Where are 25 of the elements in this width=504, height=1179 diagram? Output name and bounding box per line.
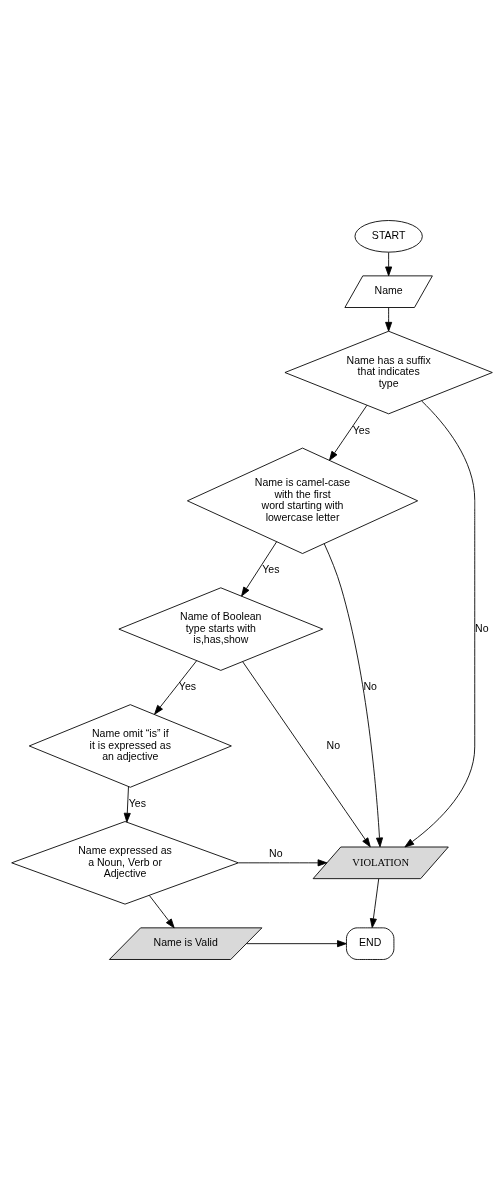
- arrow: [369, 878, 380, 928]
- arrow: [323, 542, 383, 847]
- edge-label: No: [475, 621, 489, 634]
- node-diamond: Name has a suffix that indicates type: [284, 330, 493, 414]
- edge-label: No: [269, 846, 283, 859]
- edge-label: Yes: [352, 423, 370, 436]
- arrow: [242, 660, 371, 847]
- edge-label: Yes: [178, 679, 197, 692]
- edge-label: No: [363, 679, 377, 692]
- arrow: [123, 785, 131, 823]
- arrow: [385, 251, 393, 276]
- node-ellipse: START: [354, 219, 423, 253]
- edge-label: Yes: [128, 796, 146, 809]
- arrow: [241, 540, 278, 596]
- node-box: END: [346, 926, 395, 960]
- edge-label: No: [326, 738, 341, 751]
- arrow: [329, 404, 368, 461]
- arrow: [154, 659, 197, 715]
- arrow: [148, 894, 175, 928]
- edge-label: Yes: [262, 562, 280, 575]
- arrow: [404, 400, 476, 847]
- arrow: [246, 939, 347, 947]
- arrow: [385, 306, 393, 332]
- node-diamond: Name expressed as a Noun, Verb or Adjective: [11, 820, 239, 905]
- arrow: [238, 858, 328, 866]
